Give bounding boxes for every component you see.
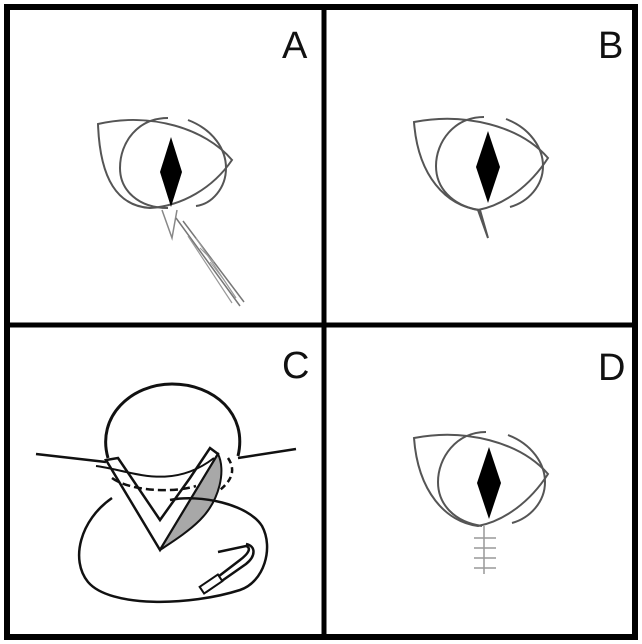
- eye-b: [414, 117, 548, 238]
- eye-circle-outline: [106, 384, 240, 458]
- panel-label-b: B: [598, 25, 623, 67]
- lid-margin-right: [238, 449, 296, 458]
- panel-label-a: A: [282, 25, 308, 67]
- panel-label-d: D: [598, 347, 625, 389]
- needle-holder-icon: [200, 544, 254, 593]
- panel-d: D: [414, 347, 625, 574]
- eye-d: [414, 432, 548, 526]
- scissors-icon: [176, 218, 244, 306]
- wedge-excision-a: [162, 210, 177, 238]
- flap-shaded: [160, 454, 221, 550]
- figure-border: [7, 7, 635, 637]
- eye-a: [98, 118, 232, 208]
- lid-margin-left: [36, 454, 106, 462]
- panel-b: B: [414, 25, 623, 238]
- incision-lines: [162, 210, 177, 238]
- panel-label-c: C: [282, 345, 309, 387]
- panel-c: C: [36, 345, 309, 602]
- panel-a: A: [98, 25, 308, 306]
- closed-wound-sutures: [474, 526, 496, 574]
